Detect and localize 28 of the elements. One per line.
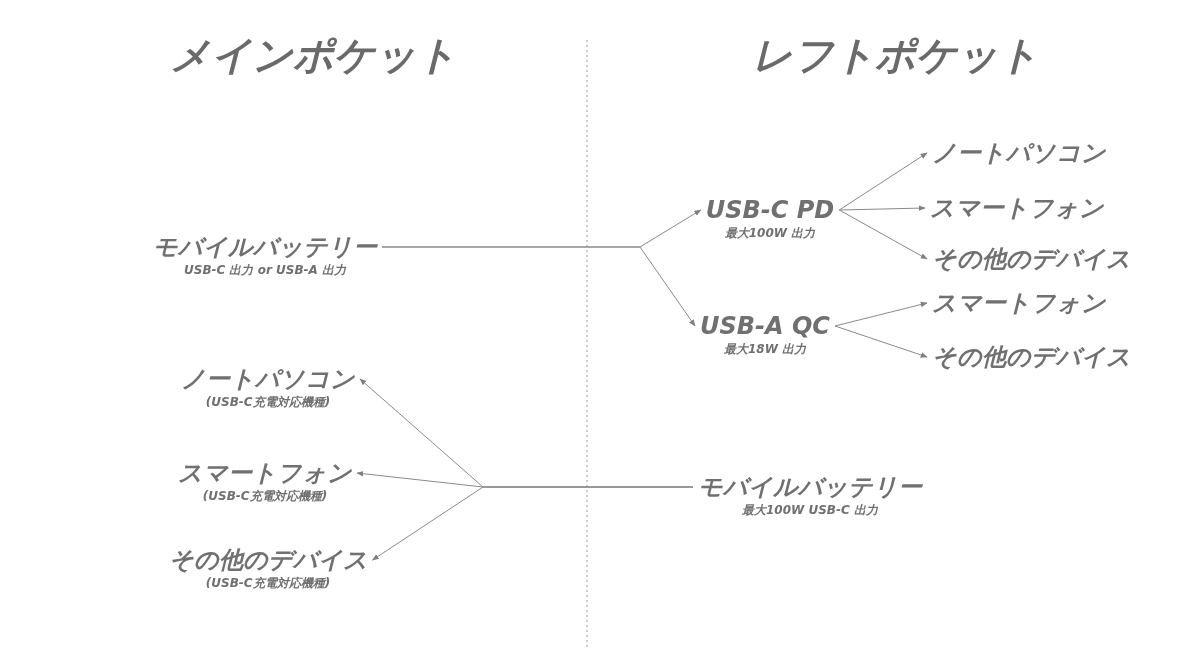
node-subtitle: 最大18W 出力: [722, 341, 808, 357]
node-title: ノートパソコン: [181, 364, 355, 394]
node-title: USB-A QC: [700, 311, 830, 341]
section-heading: レフトポケット: [751, 31, 1039, 80]
arrow: [838, 209, 928, 260]
node-subtitle: 最大100W 出力: [723, 225, 817, 241]
node-subtitle: (USB-C充電対応機種): [204, 575, 332, 591]
node-subtitle: 最大100W USB-C 出力: [741, 502, 879, 518]
node-title: スマートフォン: [932, 288, 1106, 318]
node-title: スマートフォン: [178, 458, 352, 488]
node-title: その他のデバイス: [932, 244, 1131, 274]
node-title: ノートパソコン: [932, 138, 1106, 168]
node-title: USB-C PD: [705, 195, 835, 225]
arrow: [371, 486, 694, 561]
arrow: [838, 152, 928, 211]
arrow: [838, 205, 926, 211]
node-subtitle: (USB-C充電対応機種): [201, 488, 329, 504]
arrow: [834, 325, 928, 358]
node-title: その他のデバイス: [168, 545, 368, 575]
arrow: [381, 246, 696, 327]
arrow: [834, 301, 928, 327]
section-heading: メインポケット: [169, 31, 457, 80]
node-subtitle: USB-C 出力 or USB-A 出力: [183, 262, 347, 278]
node-title: その他のデバイス: [932, 342, 1131, 372]
node-title: スマートフォン: [930, 193, 1104, 223]
node-title: モバイルバッテリー: [153, 232, 377, 262]
node-subtitle: (USB-C充電対応機種): [204, 394, 332, 410]
node-title: モバイルバッテリー: [698, 472, 922, 502]
